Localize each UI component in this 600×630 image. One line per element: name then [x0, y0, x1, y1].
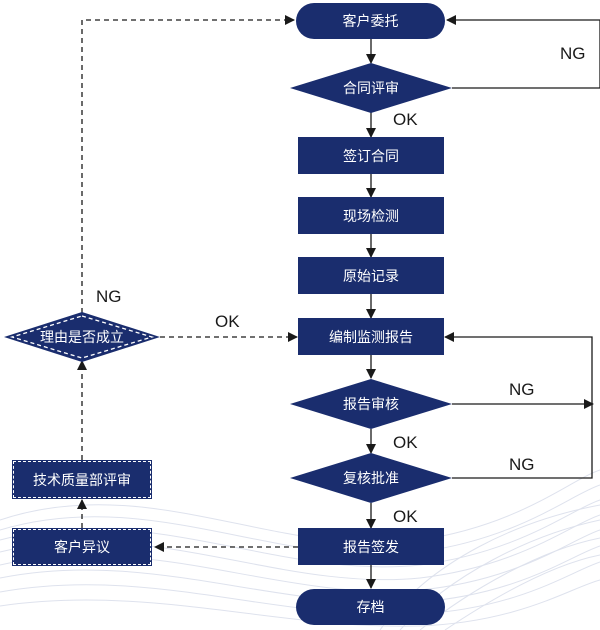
node-review-approval-label: 复核批准 [343, 471, 399, 487]
diamond-contract-review [290, 63, 452, 113]
node-report-issue: 报告签发 [298, 528, 444, 565]
label-reason-ok: OK [215, 312, 240, 331]
diamond-review-approval [290, 453, 452, 503]
node-compile-report: 编制监测报告 [298, 318, 444, 355]
arrow-contract-ng-loop [446, 15, 600, 89]
diamond-report-review [290, 379, 452, 429]
node-technical-review: 技术质量部评审 [12, 460, 152, 499]
node-contract-review-label: 合同评审 [343, 81, 399, 97]
node-original-record: 原始记录 [298, 257, 444, 294]
label-report-review-ng: NG [509, 380, 535, 399]
node-site-inspection: 现场检测 [298, 197, 444, 234]
node-sign-contract: 签订合同 [298, 137, 444, 174]
node-reason-valid-label: 理由是否成立 [40, 330, 124, 346]
label-report-review-ok: OK [393, 433, 418, 452]
arrow-reason-ng [81, 15, 295, 313]
node-report-review-label: 报告审核 [343, 397, 399, 413]
label-reason-ng: NG [96, 287, 122, 306]
node-client-commission: 客户委托 [296, 3, 445, 39]
diamond-reason-valid [4, 312, 160, 362]
node-archive: 存档 [296, 589, 445, 625]
label-approval-ng: NG [509, 455, 535, 474]
arrow-approval-ng-loop [444, 332, 593, 479]
label-approval-ok: OK [393, 507, 418, 526]
label-contract-ok: OK [393, 110, 418, 129]
label-contract-ng: NG [560, 44, 586, 63]
node-client-objection: 客户异议 [12, 528, 152, 566]
